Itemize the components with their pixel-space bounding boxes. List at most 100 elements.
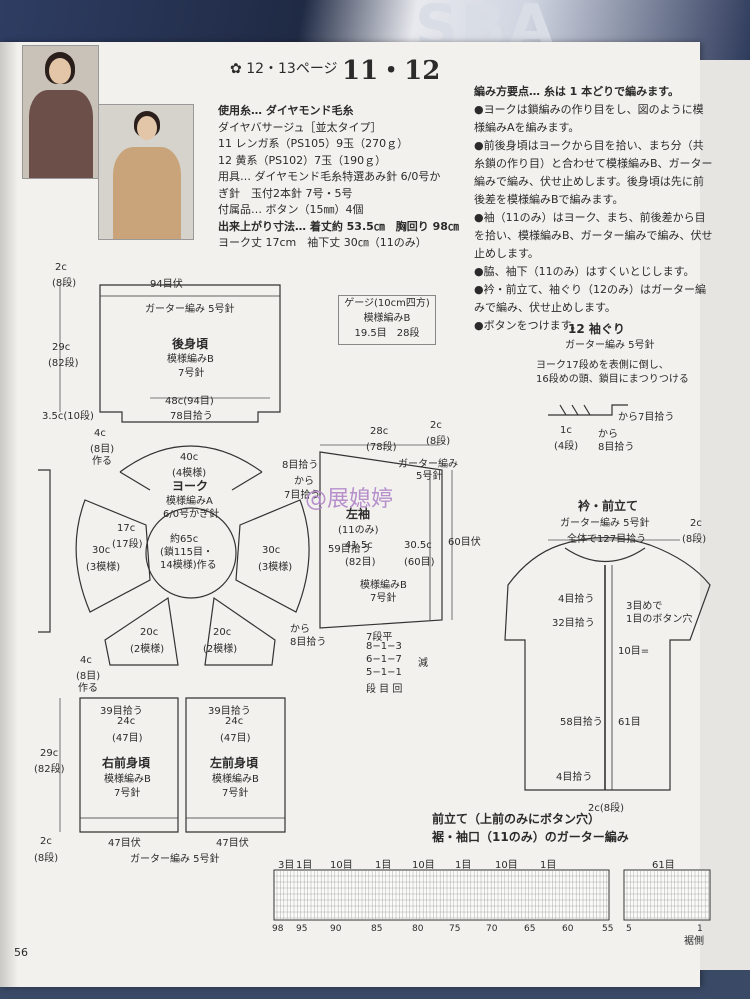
- armhole-from: から7目拾う: [618, 412, 675, 423]
- sleeve-name: 左袖: [346, 507, 371, 521]
- collar-hb: (8段): [682, 534, 707, 545]
- sleeve-w2: 30.5c: [404, 540, 432, 551]
- lf-w: 24c: [225, 716, 244, 727]
- lf-needle: 7号針: [222, 788, 249, 799]
- collar-edge: ガーター編み 5号針: [560, 518, 650, 529]
- sleeve-cuff-lbl2: 5号針: [416, 471, 443, 482]
- rf-needle: 7号針: [114, 788, 141, 799]
- back-top-label: 94目伏: [150, 279, 183, 290]
- back-width: 48c(94目): [165, 396, 214, 407]
- chart-header-label: 61目: [652, 860, 675, 871]
- yoke-top-b: (4模様): [172, 468, 207, 479]
- yoke-neck-circle: [145, 507, 237, 599]
- instruction-line: ●ヨークは鎖編みの作り目をし、図のように模: [474, 103, 704, 116]
- sleeve-w1: 41.5c: [345, 540, 373, 551]
- gusset-back-w: 4c: [94, 428, 106, 439]
- right-front-outline: [79, 697, 179, 833]
- rf-h: 29c: [40, 748, 59, 759]
- instructions-block: 編み方要点… 糸は 1 本どりで編みます。 ●ヨークは鎖編みの作り目をし、図のよ…: [474, 83, 713, 335]
- back-h2b: (82段): [48, 358, 79, 369]
- yoke-side-rb: (3模様): [258, 562, 293, 573]
- yoke-inner: 17c: [117, 523, 136, 534]
- back-body-outline: [99, 284, 281, 423]
- sleeve-cuff: 2c: [430, 420, 442, 431]
- lf-wb: (47目): [220, 733, 251, 744]
- armhole-v1: から: [598, 429, 618, 440]
- sleeve-top: 28c: [370, 426, 389, 437]
- flower-icon: ✿: [230, 61, 242, 77]
- sleeve-l1: 8目拾う: [282, 460, 319, 471]
- collar-bh3: 10目=: [618, 646, 650, 657]
- chart-column-number: 80: [412, 924, 424, 934]
- armhole-v2: 8目拾う: [598, 442, 635, 453]
- yoke-needle: 6/0号かぎ針: [163, 509, 220, 520]
- yoke-left-part: [75, 499, 151, 613]
- lf-edge: ガーター編み 5号針: [130, 854, 220, 865]
- finished-size-1: 出来上がり寸法… 着丈約 53.5㎝ 胸回り 98㎝: [218, 219, 459, 233]
- chart-header-label: 1目: [296, 860, 313, 871]
- collar-r1: 61目: [618, 717, 641, 728]
- chart-header-label: 10目: [495, 860, 518, 871]
- sleeve-l3: 7目拾う: [284, 490, 321, 501]
- watermark: @展媳婷: [305, 487, 394, 512]
- yoke-top: 40c: [180, 452, 199, 463]
- gusset-front-w: 4c: [80, 655, 92, 666]
- collar-p2: 32目拾う: [552, 618, 595, 629]
- gusset-back-b: (8目): [90, 444, 115, 455]
- chart-column-number: 60: [562, 924, 574, 934]
- chart-column-number: 98: [272, 924, 284, 934]
- armhole-note1: ヨーク17段めを表側に倒し、: [536, 360, 669, 371]
- back-needle: 7号針: [178, 368, 205, 379]
- sleeve-sub: (11のみ): [338, 525, 379, 536]
- instruction-line: 編みで編み、伏せ止めします。後身頃は先に前: [474, 175, 704, 188]
- sleeve-top-b: (78段): [366, 442, 397, 453]
- sleeve-l2: から: [294, 476, 314, 487]
- sleeve-dec-lbl: 減: [418, 658, 428, 669]
- yoke-side-l: 30c: [92, 545, 111, 556]
- collar-bh1: 3目めで: [626, 601, 663, 612]
- back-gusset: 3.5c(10段): [42, 411, 94, 422]
- chart-column-number: 75: [449, 924, 461, 934]
- yoke-name: ヨーク: [172, 479, 209, 493]
- chart-side-label: 裾側: [684, 936, 704, 947]
- tools-line-2: ぎ針 玉付2本針 7号・5号: [218, 186, 353, 200]
- rf-pick: 39目拾う: [100, 706, 143, 717]
- model-photo-12: [98, 104, 194, 240]
- yoke-inner-b: (17段): [112, 539, 143, 550]
- rf-pattern: 模様編みB: [104, 774, 151, 785]
- instruction-line: 編み方要点… 糸は 1 本どりで編みます。: [474, 85, 680, 98]
- sleeve-dec2: 6−1−7: [366, 654, 402, 665]
- sleeve-pattern: 模様編みB: [360, 580, 407, 591]
- yoke-center-3: 14模様)作る: [160, 560, 217, 571]
- chart-header-label: 10目: [330, 860, 353, 871]
- color-11: 11 レンガ系（PS105）9玉（270ｇ）: [218, 137, 409, 150]
- collar-title: 衿・前立て: [578, 499, 639, 513]
- armhole-hb: (4段): [554, 441, 579, 452]
- lf-bind: 47目伏: [216, 838, 249, 849]
- materials-block: 使用糸… ダイヤモンド毛糸 ダイヤバサージュ［並太タイプ］ 11 レンガ系（PS…: [218, 103, 459, 252]
- next-page-edge: [700, 60, 750, 970]
- chart-column-number: 95: [296, 924, 308, 934]
- back-h2: 29c: [52, 342, 71, 353]
- chart-column-number: 85: [371, 924, 383, 934]
- left-front-outline: [185, 697, 286, 833]
- collar-h: 2c: [690, 518, 702, 529]
- armhole-note2: 16段めの頭、鎖目にまつりつける: [536, 374, 689, 385]
- yoke-bot-r: 20c: [213, 627, 232, 638]
- page-number: 56: [14, 946, 28, 959]
- page-reference: ✿ 12・13ページ: [230, 61, 338, 77]
- chart-title-1: 前立て（上前のみにボタン穴）: [432, 812, 601, 826]
- lf-pick: 39目拾う: [208, 706, 251, 717]
- collar-p3: 58目拾う: [560, 717, 603, 728]
- sleeve-dec-hdr: 段 目 回: [366, 684, 403, 695]
- rf-w: 24c: [117, 716, 136, 727]
- chart-header-label: 3目: [278, 860, 295, 871]
- pattern-number: 11・12: [342, 56, 441, 86]
- sleeve-w2b: (60目): [404, 557, 435, 568]
- collar-bh2: 1目のボタン穴: [626, 614, 693, 625]
- armhole-edge: ガーター編み 5号針: [565, 340, 655, 351]
- back-pick: 78目拾う: [170, 411, 213, 422]
- sleeve-pick: 8目拾う: [290, 637, 327, 648]
- notions: 付属品… ボタン（15㎜）4個: [218, 203, 364, 216]
